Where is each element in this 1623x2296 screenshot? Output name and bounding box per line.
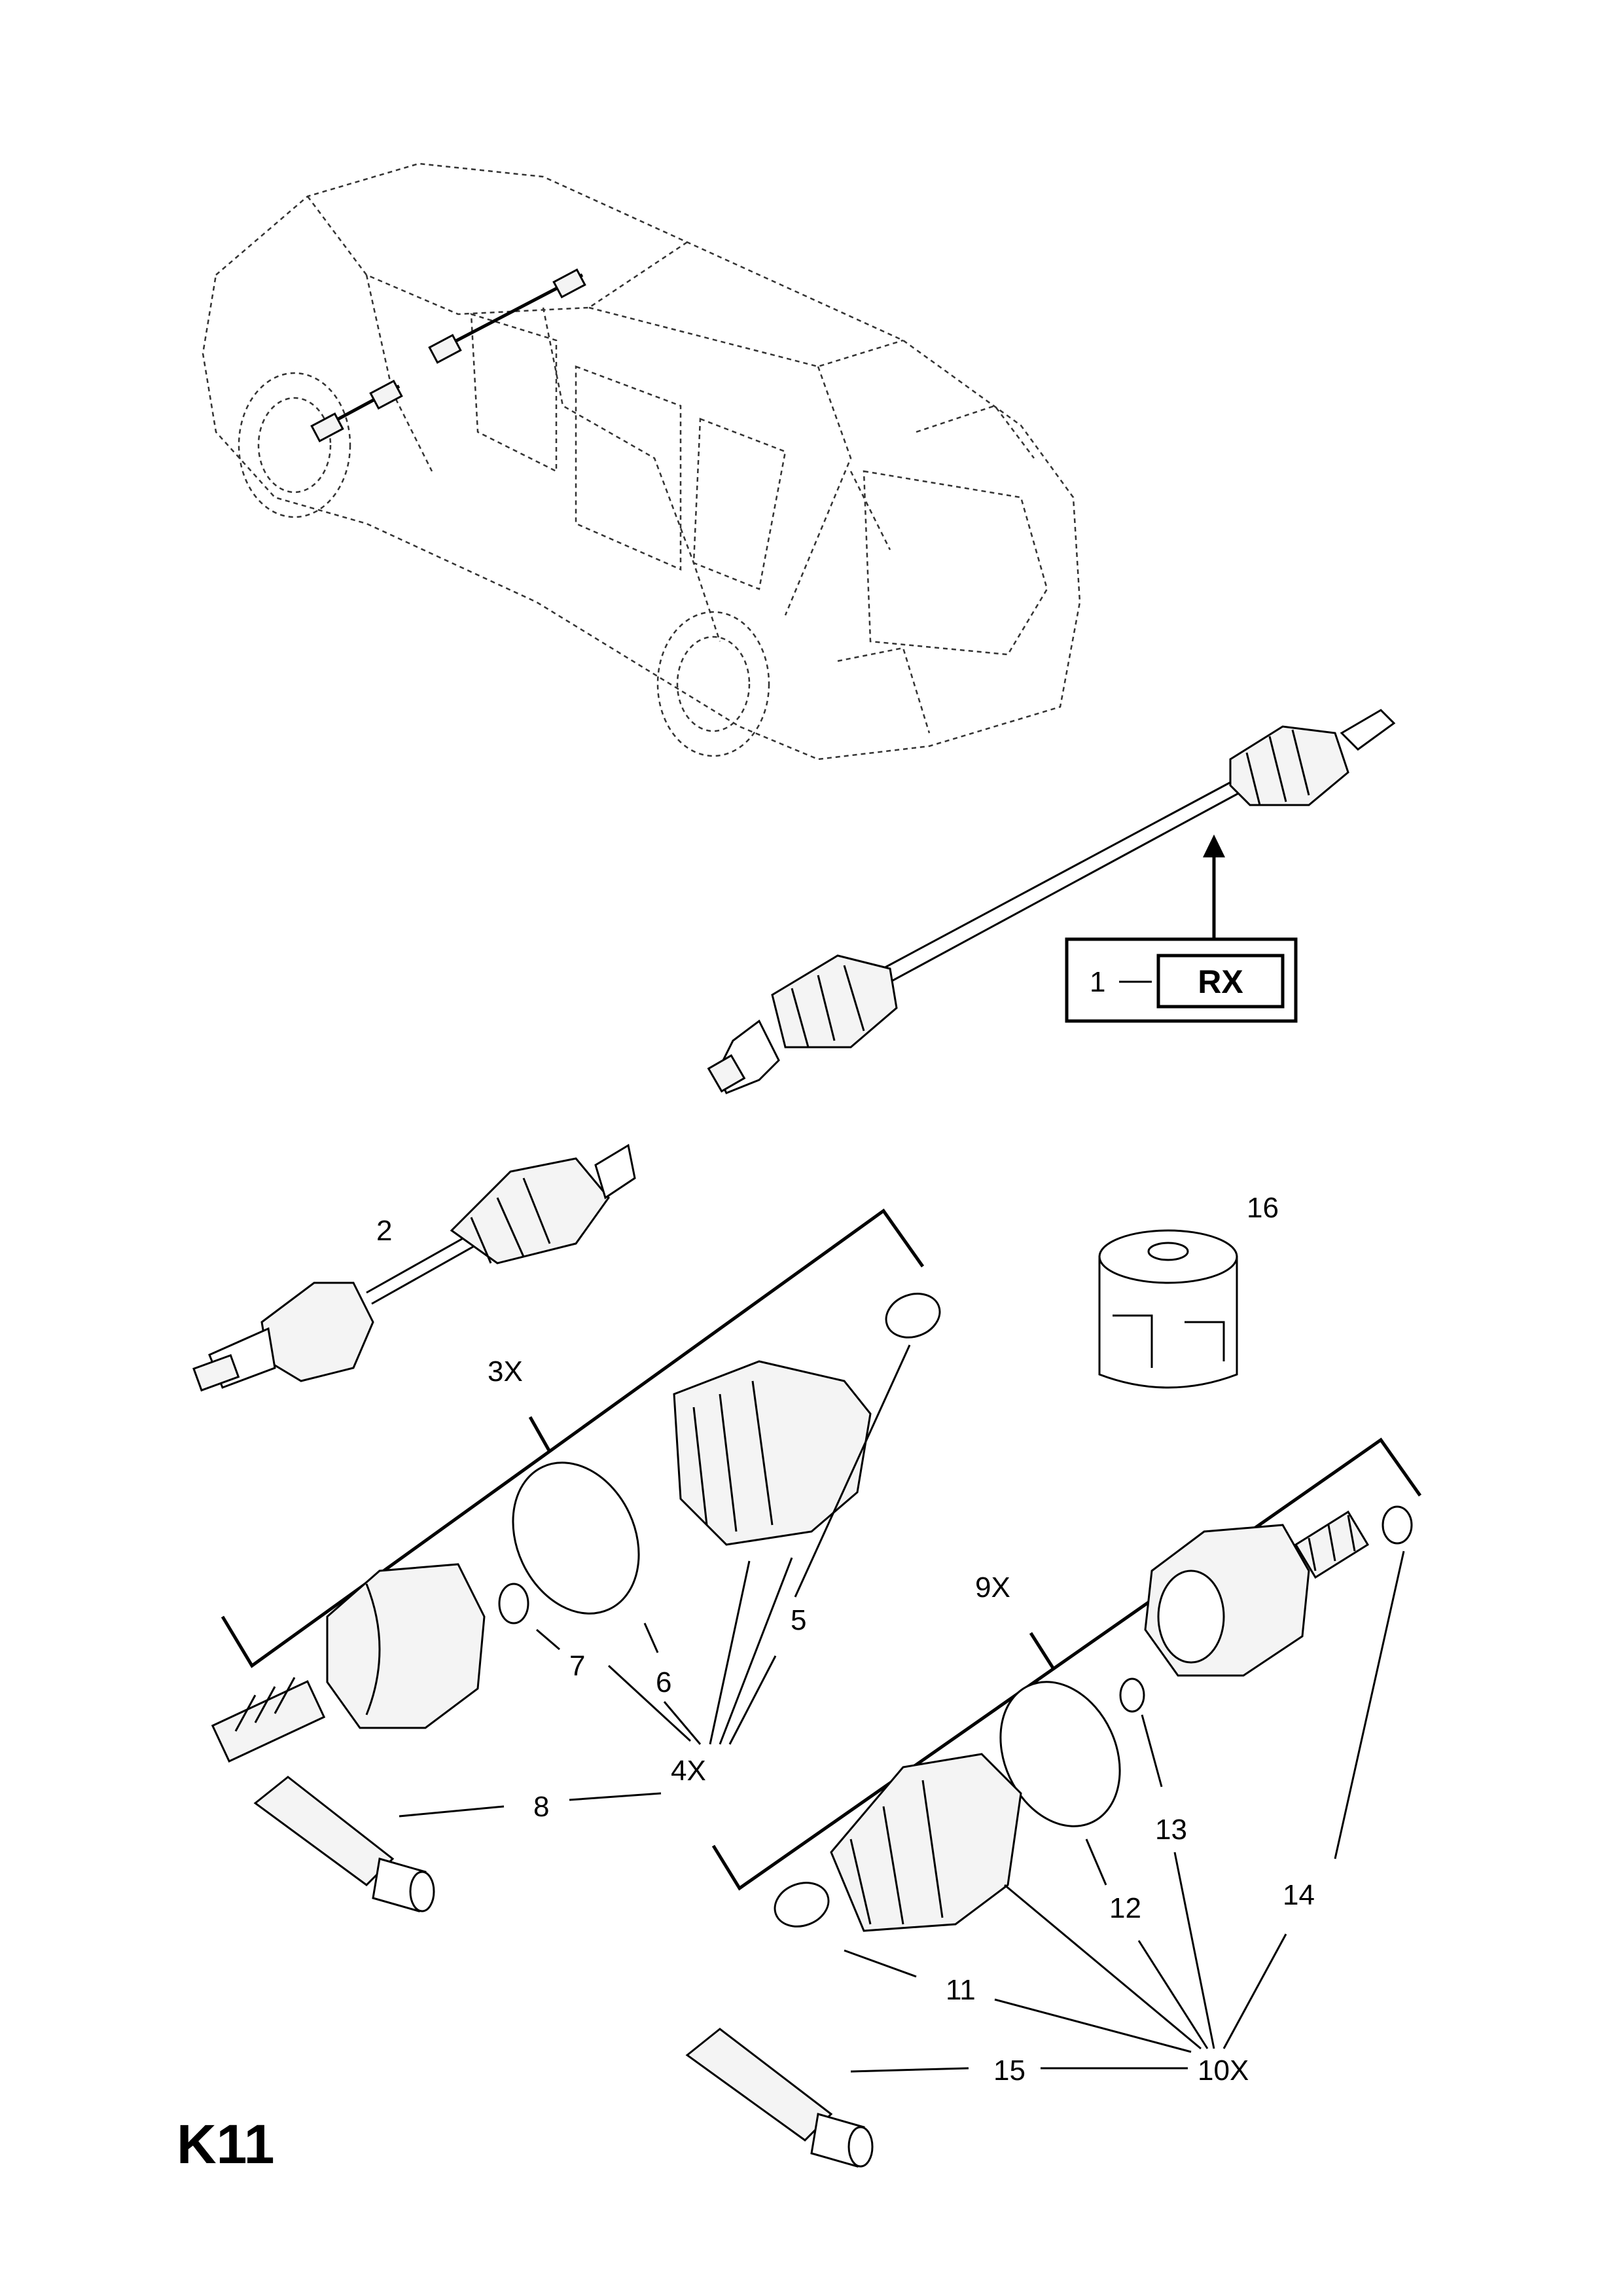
circlip-14 xyxy=(1382,1505,1413,1545)
vehicle-illustration xyxy=(202,162,1081,761)
callout-10x: 10X xyxy=(1198,2054,1249,2087)
inner-cv-joint xyxy=(1144,1510,1370,1677)
callout-7: 7 xyxy=(569,1650,585,1682)
kit-9x-bracket xyxy=(711,1437,1422,1891)
small-clamp xyxy=(885,1293,941,1338)
callout-3x: 3X xyxy=(488,1355,523,1388)
callout-2: 2 xyxy=(376,1215,392,1247)
circlip-7 xyxy=(498,1583,529,1624)
callout-6: 6 xyxy=(656,1666,671,1698)
kit-3x-bracket xyxy=(221,1208,925,1668)
drive-shaft-front xyxy=(192,1143,636,1392)
grease-tube-15 xyxy=(685,2028,874,2168)
callout-lines-4x xyxy=(399,1344,911,1818)
callout-13: 13 xyxy=(1155,1814,1187,1846)
callout-14: 14 xyxy=(1283,1879,1315,1911)
small-clamp-11 xyxy=(774,1882,830,1928)
callout-4x: 4X xyxy=(671,1755,706,1787)
grease-tube-8 xyxy=(253,1776,435,1912)
callout-1: 1 xyxy=(1090,966,1105,998)
rx-code-box xyxy=(1156,954,1285,1009)
outer-cv-joint xyxy=(211,1563,486,1763)
clamp-ring-6 xyxy=(512,1462,640,1615)
callout-8: 8 xyxy=(533,1791,549,1823)
filter-part xyxy=(1098,1229,1238,1389)
rx-code: RX xyxy=(1198,963,1243,1000)
callout-9x: 9X xyxy=(975,1571,1010,1604)
callout-16: 16 xyxy=(1247,1192,1279,1224)
reference-box xyxy=(1065,937,1298,1023)
callout-15: 15 xyxy=(993,2054,1026,2087)
boot-11 xyxy=(830,1753,1022,1932)
clamp-ring-12 xyxy=(999,1681,1121,1827)
callout-lines-10x xyxy=(844,1551,1405,2073)
callout-11: 11 xyxy=(946,1974,976,2006)
callout-5: 5 xyxy=(791,1604,806,1636)
drive-shaft-rx xyxy=(707,709,1396,1094)
page-code: K11 xyxy=(177,2113,274,2175)
boot-5 xyxy=(673,1360,872,1546)
circlip-13 xyxy=(1119,1677,1145,1713)
callout-12: 12 xyxy=(1109,1892,1141,1924)
rx-pointer-arrow xyxy=(1203,834,1225,857)
